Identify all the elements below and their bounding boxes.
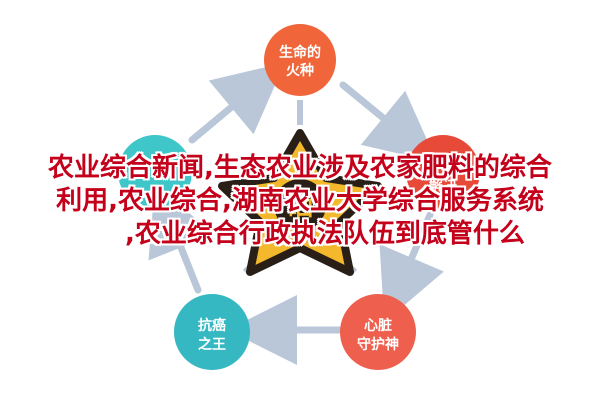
- arrow-left-to-top: [188, 62, 285, 144]
- node-right: 解决: [406, 135, 480, 209]
- node-top-line1: 生命的: [279, 44, 321, 61]
- node-bottom-left: 抗癌 之王: [174, 294, 250, 370]
- node-bottom-left-line1: 抗癌: [198, 317, 226, 334]
- node-bottom-right-line1: 心脏: [364, 317, 392, 334]
- node-bottom-right: 心脏 守护神: [340, 294, 416, 370]
- node-top: 生命的 火种: [264, 24, 336, 96]
- center-element-label: 硒: [287, 192, 313, 222]
- node-bottom-left-line2: 之王: [198, 336, 226, 353]
- arrow-top-to-right: [339, 81, 438, 163]
- center-star: 硒: [218, 129, 382, 276]
- arrow-right-to-bottom-right: [379, 211, 444, 323]
- node-right-line1: 解决: [429, 177, 458, 194]
- node-top-line2: 火种: [286, 62, 314, 79]
- overlay-line-1: 农业综合新闻,生态农业涉及农家肥料的综合: [48, 153, 552, 183]
- node-left: [118, 135, 192, 209]
- arrow-group: [148, 62, 444, 365]
- node-bottom-right-line2: 守护神: [357, 336, 399, 353]
- arrow-bottom-left-to-left: [148, 182, 214, 294]
- overlay-line-3: ,农业综合行政执法队伍到底管什么: [125, 219, 525, 249]
- overlay-line-2: 利用,农业综合,湖南农业大学综合服务系统: [56, 186, 544, 216]
- center-element-circle: [274, 179, 326, 231]
- overlay-title: 农业综合新闻,生态农业涉及农家肥料的综合 利用,农业综合,湖南农业大学综合服务系…: [0, 152, 600, 251]
